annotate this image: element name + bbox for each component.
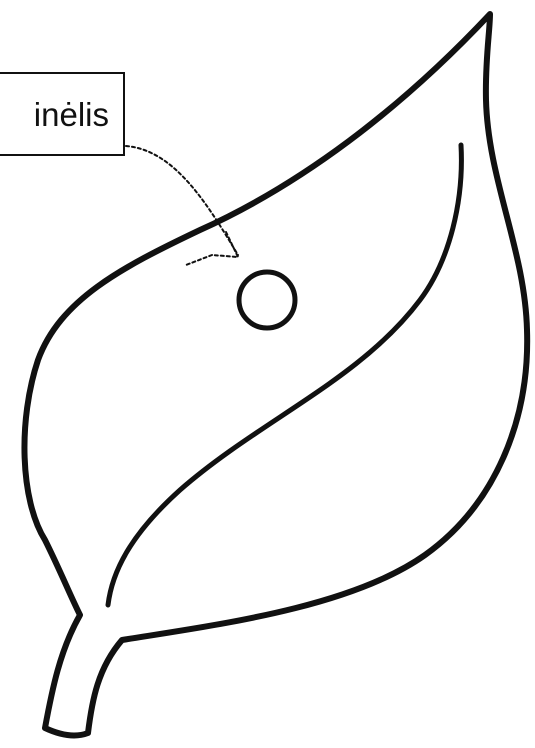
callout-box: inėlis — [0, 72, 125, 156]
leaf-midrib — [108, 145, 461, 605]
callout-arrowhead — [212, 232, 238, 257]
leaf-circle — [239, 272, 295, 328]
callout-arrow-tick — [186, 255, 212, 265]
callout-label: inėlis — [34, 98, 109, 131]
